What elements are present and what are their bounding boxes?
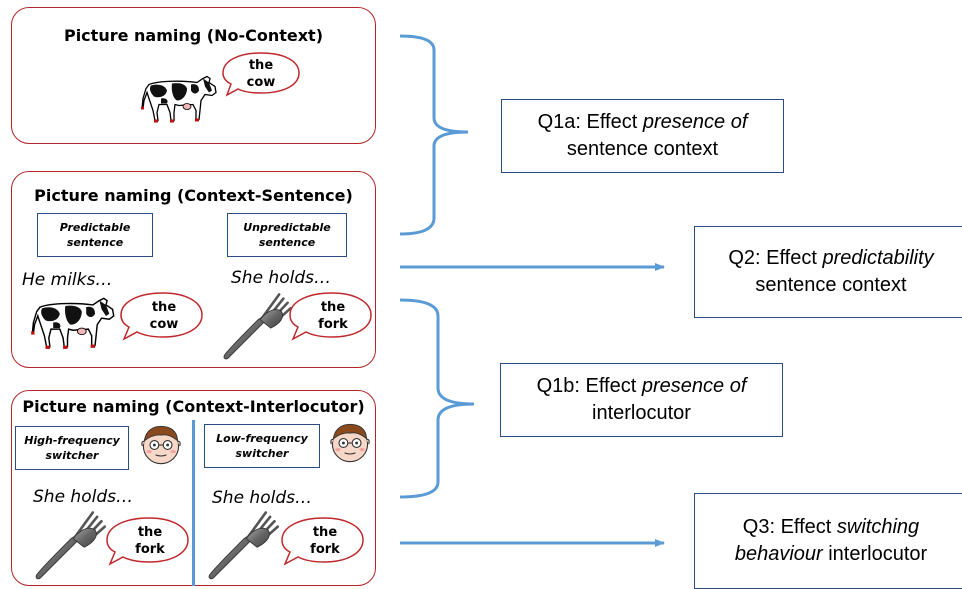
bubble-line-1: the	[137, 525, 163, 540]
speech-bubble-icon	[120, 292, 203, 341]
q3-rest: interlocutor	[822, 543, 928, 565]
panel-title: Picture naming (Context-Sentence)	[34, 186, 353, 205]
left-prompt: She holds…	[33, 487, 133, 507]
speech-bubble: the fork	[287, 290, 373, 342]
right-prompt: She holds…	[231, 268, 331, 288]
q2-prefix: Q2: Effect	[728, 247, 823, 269]
brace-q1a	[399, 34, 469, 236]
panel-context-interlocutor: Picture naming (Context-Interlocutor) Hi…	[11, 390, 376, 586]
bubble-line-2: fork	[310, 542, 340, 557]
q2-emph: predictability	[822, 247, 934, 269]
brace-q1b	[399, 298, 475, 499]
right-prompt: She holds…	[212, 488, 312, 508]
q1a-emph: presence of	[642, 111, 748, 133]
question-q3-box: Q3: Effect switching behaviour interlocut…	[694, 493, 962, 589]
speech-bubble: the cow	[118, 290, 204, 342]
speech-bubble-icon	[281, 517, 364, 566]
question-q1b-box: Q1b: Effect presence of interlocutor	[500, 363, 783, 437]
bubble-line-1: the	[151, 300, 177, 315]
question-q1a-box: Q1a: Effect presence of sentence context	[501, 99, 784, 173]
panel-divider	[192, 420, 195, 586]
q1a-rest: sentence context	[566, 138, 719, 160]
left-prompt: He milks…	[22, 270, 113, 290]
question-q2-box: Q2: Effect predictability sentence contex…	[694, 226, 962, 318]
bubble-line-2: fork	[135, 542, 165, 557]
bubble-line-1: the	[248, 57, 274, 73]
q1b-prefix: Q1b: Effect	[536, 375, 642, 397]
q1b-rest: interlocutor	[592, 402, 691, 424]
panel-title: Picture naming (Context-Interlocutor)	[22, 397, 365, 416]
bubble-line-1: the	[312, 525, 338, 540]
bubble-line-1: the	[320, 300, 346, 315]
q1a-prefix: Q1a: Effect	[537, 111, 643, 133]
q1b-emph: presence of	[641, 375, 747, 397]
speech-bubble-icon	[106, 517, 189, 566]
low-frequency-switcher-box: Low-frequency switcher	[204, 424, 320, 468]
bubble-line-2: cow	[246, 74, 276, 90]
high-frequency-switcher-box: High-frequency switcher	[15, 426, 129, 470]
q3-prefix: Q3: Effect	[742, 516, 837, 538]
q3-emph: switching	[836, 516, 920, 538]
speech-bubble: the fork	[279, 515, 365, 567]
q2-rest: sentence context	[755, 274, 907, 296]
bubble-line-2: fork	[318, 317, 348, 332]
unpredictable-sentence-box: Unpredictable sentence	[227, 213, 347, 257]
panel-context-sentence: Picture naming (Context-Sentence) Predic…	[11, 171, 376, 368]
speech-bubble: the fork	[104, 515, 190, 567]
panel-title: Picture naming (No-Context)	[63, 26, 324, 45]
speech-bubble-icon	[222, 52, 300, 97]
predictable-sentence-box: Predictable sentence	[37, 213, 153, 257]
q3-emph2: behaviour	[734, 543, 823, 565]
speech-bubble-icon	[289, 292, 372, 341]
bubble-line-2: cow	[149, 317, 179, 332]
